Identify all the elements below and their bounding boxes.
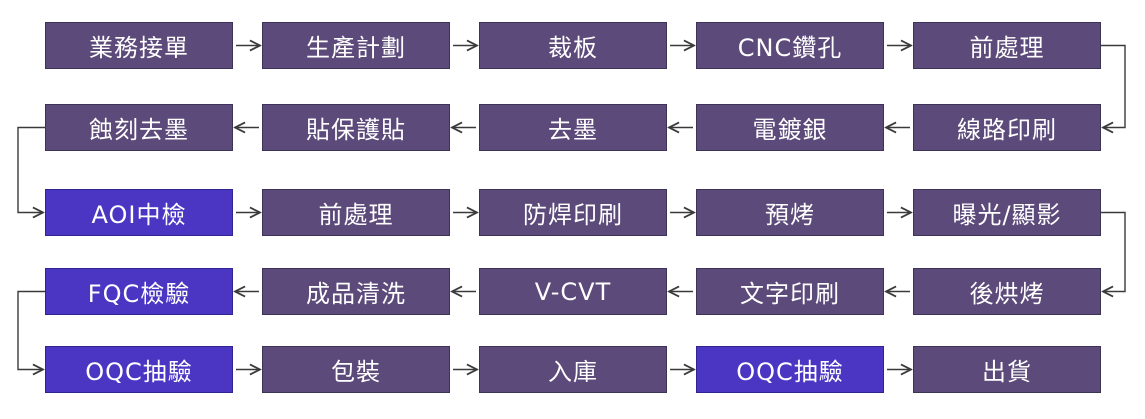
process-step-2-4: 曝光/顯影 <box>913 189 1101 236</box>
process-step-1-4: 蝕刻去墨 <box>45 104 233 151</box>
process-step-1-0: 線路印刷 <box>913 104 1101 151</box>
process-step-label: 電鍍銀 <box>752 116 828 144</box>
process-step-3-2: V-CVT <box>479 268 667 315</box>
process-step-3-0: 後烘烤 <box>913 268 1101 315</box>
process-step-4-0: OQC抽驗 <box>45 346 233 393</box>
process-step-label: 去墨 <box>548 116 598 144</box>
process-step-3-3: 成品清洗 <box>262 268 450 315</box>
process-step-label: V-CVT <box>534 277 612 306</box>
process-step-label: CNC鑽孔 <box>737 34 843 62</box>
process-step-0-2: 裁板 <box>479 22 667 69</box>
process-step-label: 曝光/顯影 <box>952 201 1062 229</box>
process-step-label: 預烤 <box>765 201 815 229</box>
process-step-label: 後烘烤 <box>969 280 1045 308</box>
row-transition-arrow-3 <box>17 290 45 370</box>
process-step-2-2: 防焊印刷 <box>479 189 667 236</box>
process-step-label: 前處理 <box>969 34 1045 62</box>
row-transition-arrow-0 <box>1101 44 1126 128</box>
process-step-0-3: CNC鑽孔 <box>696 22 884 69</box>
process-step-label: 包裝 <box>331 358 381 386</box>
process-step-label: 文字印刷 <box>740 280 840 308</box>
process-step-4-4: 出貨 <box>913 346 1101 393</box>
process-step-label: 入庫 <box>548 358 598 386</box>
process-step-label: 生產計劃 <box>306 34 406 62</box>
process-step-label: OQC抽驗 <box>85 358 193 386</box>
process-step-label: 線路印刷 <box>957 116 1057 144</box>
process-step-1-2: 去墨 <box>479 104 667 151</box>
process-step-3-4: FQC檢驗 <box>45 268 233 315</box>
process-step-2-3: 預烤 <box>696 189 884 236</box>
process-step-label: 貼保護貼 <box>306 116 406 144</box>
process-step-label: 前處理 <box>318 201 394 229</box>
process-step-0-1: 生產計劃 <box>262 22 450 69</box>
process-step-label: 蝕刻去墨 <box>89 116 189 144</box>
process-step-label: FQC檢驗 <box>87 280 191 308</box>
process-step-4-3: OQC抽驗 <box>696 346 884 393</box>
process-step-3-1: 文字印刷 <box>696 268 884 315</box>
process-step-label: 業務接單 <box>89 34 189 62</box>
process-step-label: 出貨 <box>982 358 1032 386</box>
process-step-label: 成品清洗 <box>306 280 406 308</box>
row-transition-arrow-1 <box>17 126 45 213</box>
process-step-label: OQC抽驗 <box>736 358 844 386</box>
process-step-label: AOI中檢 <box>91 201 187 229</box>
process-step-4-2: 入庫 <box>479 346 667 393</box>
process-step-2-1: 前處理 <box>262 189 450 236</box>
process-step-1-3: 貼保護貼 <box>262 104 450 151</box>
process-step-0-4: 前處理 <box>913 22 1101 69</box>
process-step-1-1: 電鍍銀 <box>696 104 884 151</box>
process-step-0-0: 業務接單 <box>45 22 233 69</box>
process-step-label: 防焊印刷 <box>523 201 623 229</box>
process-step-4-1: 包裝 <box>262 346 450 393</box>
row-transition-arrow-2 <box>1101 211 1126 292</box>
process-step-label: 裁板 <box>548 34 598 62</box>
process-step-2-0: AOI中檢 <box>45 189 233 236</box>
